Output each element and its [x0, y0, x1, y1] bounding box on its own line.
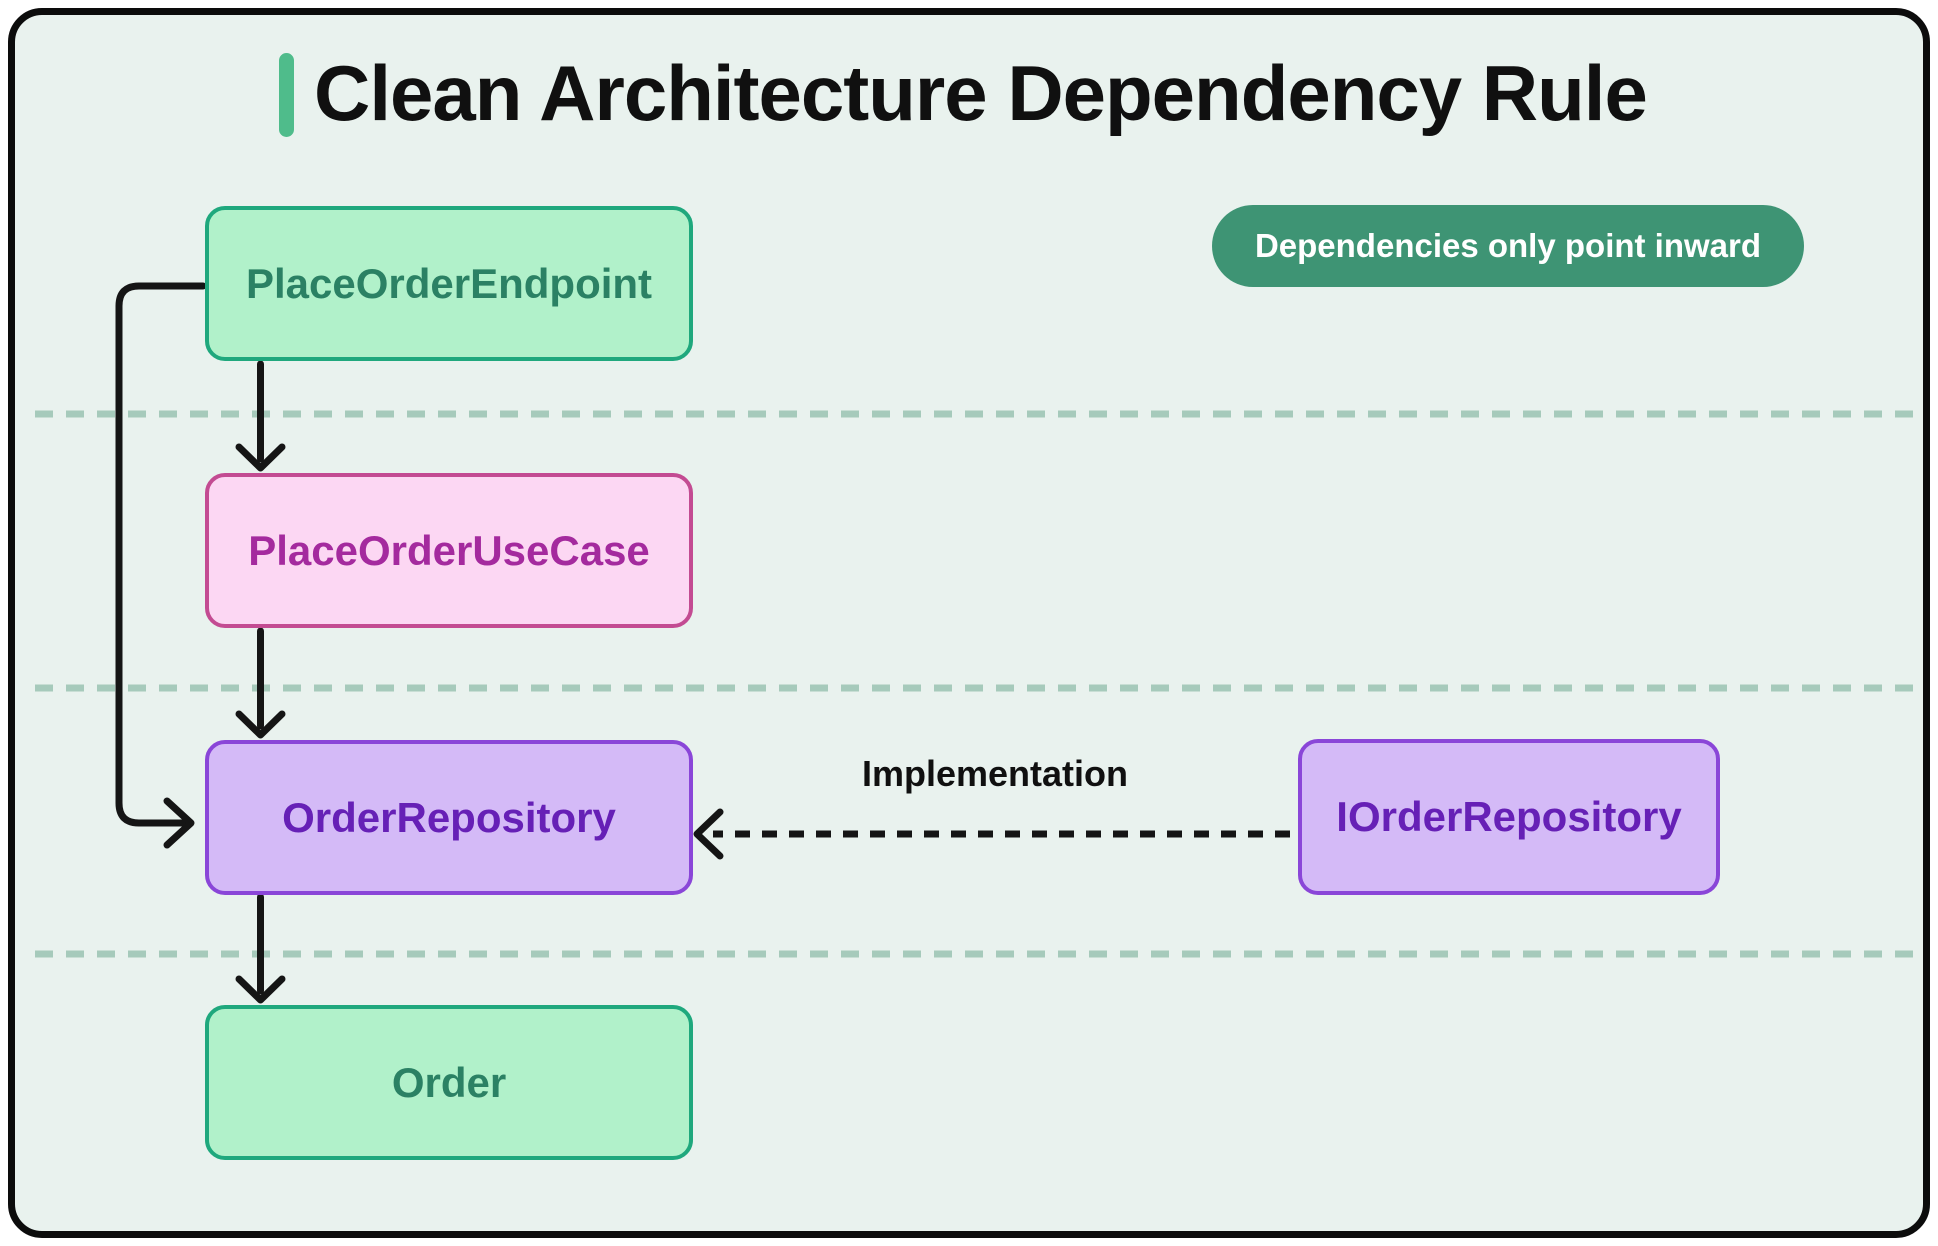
arrowhead-usecase-to-repository — [235, 710, 286, 739]
arrow-endpoint-to-repository-elbow — [115, 282, 207, 827]
node-place-order-use-case: PlaceOrderUseCase — [205, 473, 693, 628]
arrowhead-repository-to-order — [235, 975, 286, 1004]
node-iorder-repository: IOrderRepository — [1298, 739, 1720, 895]
node-label: Order — [391, 1058, 507, 1106]
node-order: Order — [205, 1005, 693, 1160]
arrowhead-iorder-to-repository — [693, 808, 724, 860]
node-label: OrderRepository — [282, 793, 616, 841]
node-label: IOrderRepository — [1336, 793, 1682, 840]
arrowhead-endpoint-to-usecase — [235, 443, 286, 472]
dependency-rule-badge: Dependencies only point inward — [1212, 205, 1804, 287]
arrowhead-endpoint-to-repository — [163, 797, 195, 849]
page-title: Clean Architecture Dependency Rule — [314, 49, 1648, 137]
node-label: PlaceOrderEndpoint — [245, 259, 653, 307]
node-label: PlaceOrderUseCase — [248, 526, 650, 574]
node-place-order-endpoint: PlaceOrderEndpoint — [205, 206, 693, 361]
implementation-edge-label: Implementation — [861, 753, 1129, 794]
title-accent-bar — [279, 53, 294, 137]
diagram-card: Clean Architecture Dependency Rule Depen… — [8, 8, 1930, 1238]
node-order-repository: OrderRepository — [205, 740, 693, 895]
